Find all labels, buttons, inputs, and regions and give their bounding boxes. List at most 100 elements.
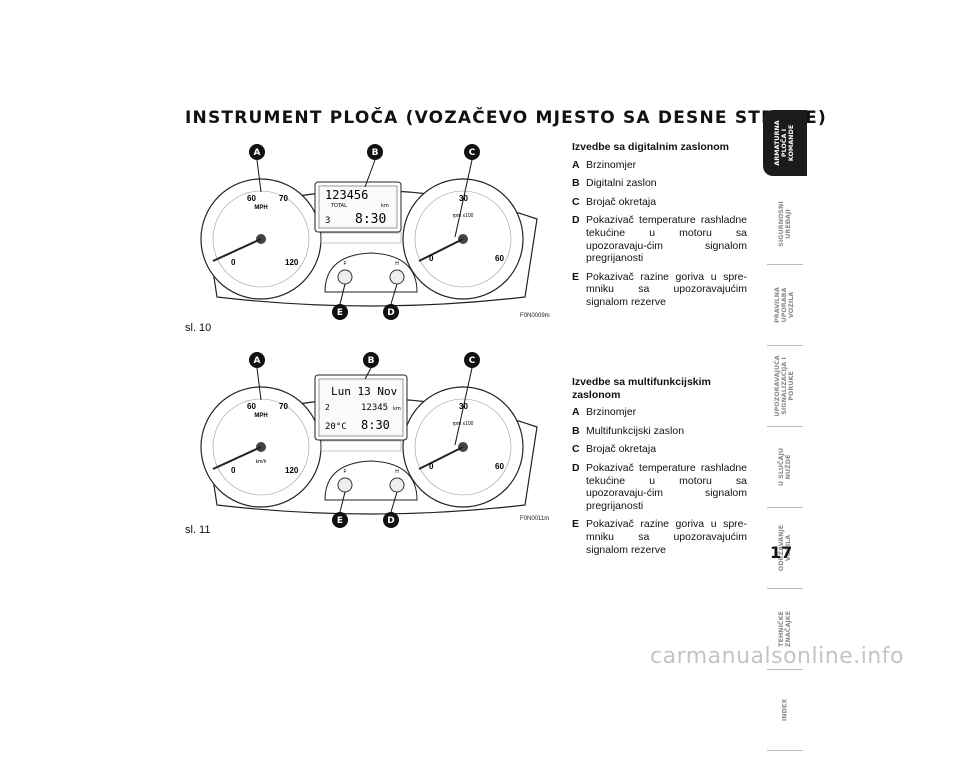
speed-tick-60: 60	[247, 194, 256, 203]
legend-item: D Pokazivač temperature rashladne tekućin…	[572, 214, 747, 264]
legend-text: Multifunkcijski zaslon	[586, 424, 685, 437]
legend-multifunction-display: Izvedbe sa multifunkcijskim zaslonom A Br…	[572, 376, 747, 562]
tab-label: PRAVILNA UPORABA VOZILA	[773, 287, 796, 323]
figure-ref-1: sl. 10	[185, 322, 212, 334]
display-date: Lun 13 Nov	[331, 385, 398, 398]
speed-unit2-label: km/h	[256, 459, 267, 465]
legend-digital-display: Izvedbe sa digitalnim zaslonom A Brzinomj…	[572, 141, 747, 315]
speed-tick-70: 70	[279, 402, 288, 411]
speed-unit-label: MPH	[254, 413, 267, 419]
callout-d: D	[387, 308, 394, 318]
legend-key: D	[572, 461, 580, 474]
callout-a: A	[254, 356, 261, 366]
rpm-tick-0: 0	[429, 254, 434, 263]
speed-tick-60: 60	[247, 402, 256, 411]
speed-tick-0: 0	[231, 258, 236, 267]
tab-label: UPOZORAVAJUĆA SIGNALIZACIJA I PORUKE	[773, 355, 796, 417]
display-clock: 8:30	[355, 212, 386, 227]
chapter-tabs: ARMATURNA PLOČA I KOMANDE SIGURNOSNI URE…	[763, 110, 807, 758]
rpm-tick-60: 60	[495, 254, 504, 263]
callout-e: E	[337, 308, 343, 318]
display-odometer: 12345	[361, 403, 388, 413]
display-unit: km	[381, 203, 389, 209]
temp-hot-label: H	[395, 469, 399, 475]
figure-code: F0N0009m	[520, 313, 550, 319]
legend-text: Brzinomjer	[586, 158, 637, 171]
tab-tehnicke-znacajke[interactable]: TEHNIČKE ZNAČAJKE	[763, 596, 807, 670]
callout-a: A	[254, 148, 261, 158]
legend-heading: Izvedbe sa digitalnim zaslonom	[572, 141, 729, 153]
tab-index[interactable]: INDEX	[763, 677, 807, 751]
tab-upozoravajuca-signalizacija[interactable]: UPOZORAVAJUĆA SIGNALIZACIJA I PORUKE	[763, 353, 807, 427]
legend-item: C Brojač okretaja	[572, 443, 747, 456]
legend-key: A	[572, 158, 580, 171]
rpm-tick-0: 0	[429, 462, 434, 471]
tab-sigurnosni-uredaji[interactable]: SIGURNOSNI UREĐAJI	[763, 191, 807, 265]
fuel-full-label: F	[343, 261, 346, 267]
tab-pravilna-uporaba[interactable]: PRAVILNA UPORABA VOZILA	[763, 272, 807, 346]
legend-item: B Digitalni zaslon	[572, 177, 747, 190]
callout-d: D	[387, 516, 394, 526]
tab-u-slucaju-nuzde[interactable]: U SLUČAJU NUŽDE	[763, 434, 807, 508]
legend-text: Brzinomjer	[586, 406, 637, 419]
legend-key: E	[572, 270, 580, 283]
callout-c: C	[469, 148, 476, 158]
callout-c: C	[469, 356, 476, 366]
legend-item: D Pokazivač temperature rashladne tekućin…	[572, 462, 747, 512]
legend-text: Pokazivač temperature rashladne tekućine…	[586, 214, 747, 265]
speed-tick-120: 120	[285, 258, 299, 267]
figure-code: F0N0011m	[520, 516, 549, 522]
legend-text: Pokazivač temperature rashladne tekućine…	[586, 461, 747, 512]
legend-key: C	[572, 443, 580, 456]
display-clock: 8:30	[361, 418, 390, 432]
speed-unit-label: MPH	[254, 205, 267, 211]
rpm-tick-60: 60	[495, 462, 504, 471]
legend-text: Pokazivač razine goriva u spre-mniku sa …	[586, 518, 747, 556]
speed-tick-70: 70	[279, 194, 288, 203]
display-unit: km	[393, 406, 401, 412]
legend-key: C	[572, 195, 580, 208]
watermark: carmanualsonline.info	[650, 644, 904, 669]
legend-item: A Brzinomjer	[572, 159, 747, 172]
speed-tick-120: 120	[285, 466, 299, 475]
display-odometer: 123456	[325, 188, 368, 202]
rpm-unit-label: rpm x100	[453, 213, 474, 219]
display-temperature: 20°C	[325, 422, 347, 432]
instrument-panel-drawing: 123456 TOTAL km 3 8:30 F H MPH rpm x100 …	[200, 144, 550, 320]
page-title: INSTRUMENT PLOČA (VOZAČEVO MJESTO SA DES…	[185, 108, 827, 128]
legend-text: Pokazivač razine goriva u spre-mniku sa …	[586, 270, 747, 308]
rpm-unit-label: rpm x100	[453, 421, 474, 427]
tab-label: ARMATURNA PLOČA I KOMANDE	[773, 120, 796, 166]
legend-text: Digitalni zaslon	[586, 177, 657, 190]
legend-item: E Pokazivač razine goriva u spre-mniku sa…	[572, 518, 747, 556]
tab-odrzavanje-vozila[interactable]: ODRŽAVANJE VOZILA	[763, 515, 807, 589]
page-number: 17	[770, 543, 793, 562]
display-total-label: TOTAL	[330, 203, 347, 209]
legend-key: B	[572, 177, 580, 190]
legend-heading: Izvedbe sa multifunkcijskim zaslonom	[572, 376, 711, 401]
instrument-panel-figure-1: 123456 TOTAL km 3 8:30 F H MPH rpm x100 …	[185, 137, 557, 347]
tab-label: U SLUČAJU NUŽDE	[776, 447, 792, 487]
instrument-panel-figure-2: Lun 13 Nov 2 12345 km 20°C 8:30 F H MPH …	[185, 345, 557, 555]
display-small-value: 3	[325, 216, 330, 226]
tab-label: SIGURNOSNI UREĐAJI	[776, 201, 792, 247]
legend-text: Brojač okretaja	[586, 443, 657, 456]
callout-e: E	[337, 516, 343, 526]
legend-text: Brojač okretaja	[586, 195, 657, 208]
callout-b: B	[368, 356, 375, 366]
legend-item: E Pokazivač razine goriva u spre-mniku sa…	[572, 271, 747, 309]
legend-item: C Brojač okretaja	[572, 196, 747, 209]
display-gear: 2	[325, 403, 330, 412]
legend-key: D	[572, 214, 580, 227]
speed-tick-0: 0	[231, 466, 236, 475]
fuel-full-label: F	[343, 469, 346, 475]
legend-key: A	[572, 406, 580, 419]
temp-hot-label: H	[395, 261, 399, 267]
instrument-panel-drawing: Lun 13 Nov 2 12345 km 20°C 8:30 F H MPH …	[200, 352, 549, 528]
tab-armaturna-ploca[interactable]: ARMATURNA PLOČA I KOMANDE	[763, 110, 807, 176]
legend-key: E	[572, 518, 580, 531]
figure-ref-2: sl. 11	[185, 524, 211, 536]
callout-b: B	[372, 148, 379, 158]
legend-item: A Brzinomjer	[572, 406, 747, 419]
